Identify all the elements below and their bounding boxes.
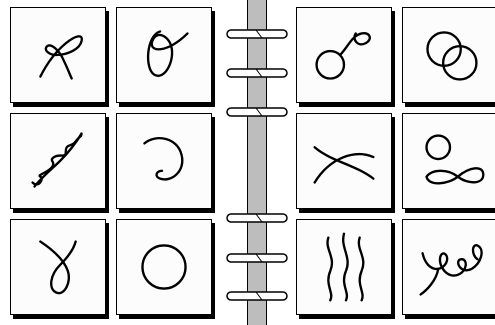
card-10[interactable] bbox=[402, 113, 495, 209]
oval-loop-icon bbox=[117, 8, 211, 102]
card-6[interactable] bbox=[116, 219, 212, 315]
binder-ring bbox=[226, 28, 288, 40]
card-4[interactable] bbox=[116, 113, 212, 209]
card-9[interactable] bbox=[296, 113, 392, 209]
card-5[interactable] bbox=[10, 219, 106, 315]
card-1[interactable] bbox=[10, 7, 106, 103]
figure-loop-icon bbox=[11, 220, 105, 314]
circle-with-loop-icon bbox=[297, 8, 391, 102]
double-circle-icon bbox=[403, 8, 495, 102]
binder-spine bbox=[247, 0, 267, 325]
card-12[interactable] bbox=[402, 219, 495, 315]
curl-icon bbox=[117, 114, 211, 208]
card-3[interactable] bbox=[10, 113, 106, 209]
wavy-lines-icon bbox=[297, 220, 391, 314]
loop-knot-icon bbox=[11, 8, 105, 102]
circle-and-infinity-icon bbox=[403, 114, 495, 208]
circle-icon bbox=[117, 220, 211, 314]
crossed-arcs-icon bbox=[297, 114, 391, 208]
binder-ring bbox=[226, 67, 288, 79]
binder-ring bbox=[226, 212, 288, 224]
twisted-rope-icon bbox=[11, 114, 105, 208]
card-8[interactable] bbox=[402, 7, 495, 103]
card-2[interactable] bbox=[116, 7, 212, 103]
binder-ring bbox=[226, 106, 288, 118]
binder-ring bbox=[226, 290, 288, 302]
spiral-squiggle-icon bbox=[403, 220, 495, 314]
binder-ring bbox=[226, 252, 288, 264]
card-7[interactable] bbox=[296, 7, 392, 103]
card-11[interactable] bbox=[296, 219, 392, 315]
